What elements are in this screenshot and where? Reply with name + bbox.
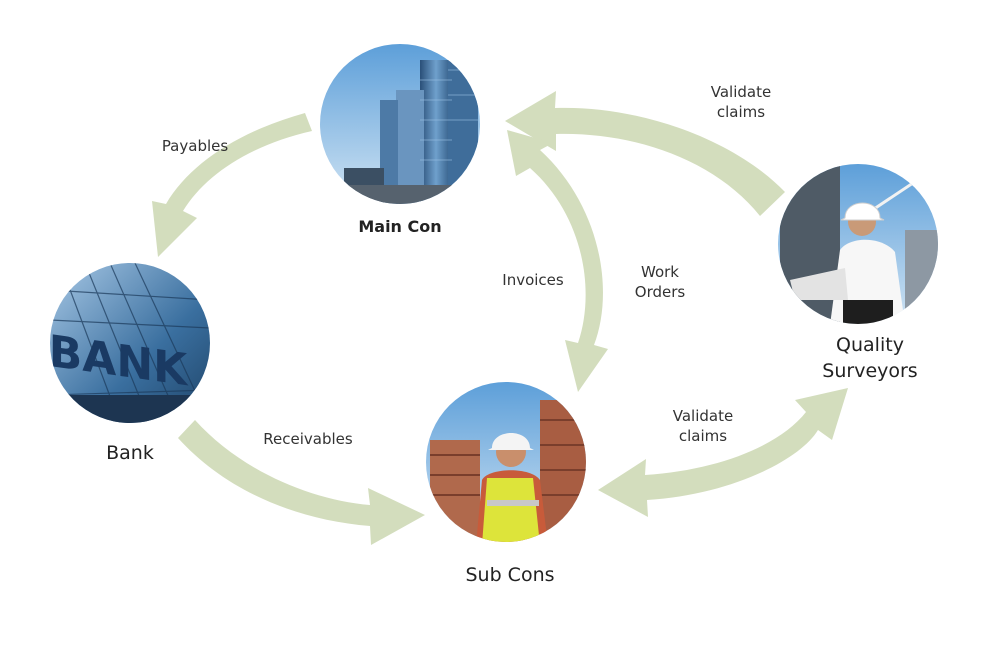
validate-claims-bottom-arrow [598, 388, 848, 517]
payables-label: Payables [161, 137, 229, 155]
bank-photo: BANK [50, 263, 210, 423]
bank-label: Bank [106, 442, 154, 464]
validate-claims-bottom-label: Validate claims [672, 407, 734, 446]
validate-claims-top-label: Validate claims [710, 83, 772, 122]
payables-arrow [152, 113, 312, 257]
invoices-label: Invoices [502, 271, 564, 289]
quality-surveyors-photo [778, 164, 938, 324]
receivables-arrow [178, 420, 425, 545]
main-con-label: Main Con [358, 217, 442, 236]
main-con-photo [320, 44, 480, 204]
validate-claims-top-arrow [505, 91, 785, 216]
work-orders-label: Work Orders [634, 263, 686, 302]
sub-cons-photo [426, 382, 586, 542]
quality-surveyors-label: Quality Surveyors [822, 334, 918, 382]
sub-cons-label: Sub Cons [465, 564, 555, 586]
receivables-label: Receivables [263, 430, 353, 448]
work-orders-invoices-arrow [507, 130, 608, 392]
